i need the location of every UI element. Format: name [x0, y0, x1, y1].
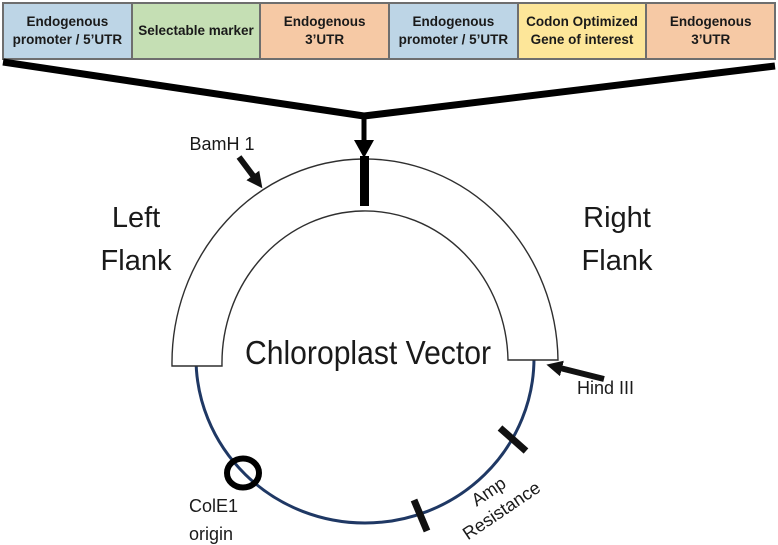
right-flank-label-line1: Right	[583, 202, 651, 234]
right-flank-label-line2: Flank	[582, 245, 653, 277]
left-flank-label-line2: Flank	[101, 245, 172, 277]
box-label-line2: promoter / 5’UTR	[12, 32, 123, 47]
box-label-line2: promoter / 5’UTR	[398, 32, 509, 47]
construct-box-promoter-5utr-2: Endogenous promoter / 5’UTR	[389, 2, 518, 60]
homology-flank-arc-band	[171, 158, 559, 367]
cole1-label-line2: origin	[189, 524, 233, 544]
construct-box-selectable-marker: Selectable marker	[131, 2, 261, 60]
cole1-origin-ring-icon	[224, 455, 262, 491]
box-label-line1: Endogenous	[412, 14, 495, 30]
box-label-line1: Endogenous	[283, 14, 366, 30]
hindiii-arrow-icon	[546, 360, 605, 382]
box-label-line1: Endogenous	[26, 14, 109, 30]
box-label-line2: 3’UTR	[691, 32, 731, 47]
converging-line-right	[363, 62, 776, 120]
construct-box-3utr-1: Endogenous 3’UTR	[260, 2, 390, 60]
cole1-label-line1: ColE1	[189, 496, 238, 516]
box-label-line1: Selectable marker	[138, 23, 254, 39]
amp-resistance-label-group: Amp Resistance	[459, 473, 544, 544]
construct-box-promoter-5utr-1: Endogenous promoter / 5’UTR	[2, 2, 132, 60]
construct-cassette-row: Endogenous promoter / 5’UTR Selectable m…	[2, 2, 777, 60]
converging-line-left	[2, 58, 365, 120]
bamh1-label: BamH 1	[189, 134, 254, 154]
left-flank-label-line1: Left	[112, 202, 160, 234]
box-label-line1: Codon Optimized	[526, 14, 638, 30]
construct-box-gene-of-interest: Codon Optimized Gene of interest	[517, 2, 647, 60]
box-label-line1: Endogenous	[669, 14, 752, 30]
box-label-line2: Gene of interest	[530, 32, 634, 47]
down-arrow-icon	[354, 140, 374, 158]
plasmid-title: Chloroplast Vector	[245, 334, 491, 371]
bamh1-arrow-icon	[236, 155, 263, 189]
box-label-line2: 3’UTR	[305, 32, 345, 47]
construct-box-3utr-2: Endogenous 3’UTR	[646, 2, 777, 60]
amp-boundary-tick-right	[497, 425, 529, 454]
insertion-site-bar	[360, 156, 369, 206]
hindiii-label: Hind III	[577, 378, 634, 398]
amp-boundary-tick-left	[410, 498, 431, 533]
